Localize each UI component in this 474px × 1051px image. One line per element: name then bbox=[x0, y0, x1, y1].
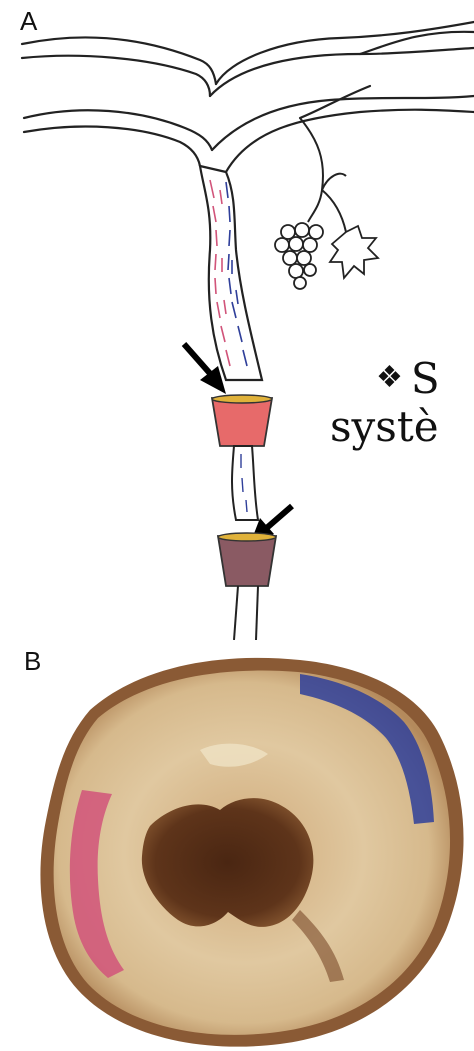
panel-label-a: A bbox=[20, 6, 37, 37]
diamond-bullet-icon: ❖ bbox=[376, 360, 403, 395]
grape-cluster-icon bbox=[275, 223, 323, 289]
bullet-line: ❖S bbox=[376, 354, 440, 403]
trunk-cross-section bbox=[0, 630, 474, 1051]
side-text-line2: systè bbox=[330, 402, 439, 451]
side-text-line1: S bbox=[411, 354, 440, 403]
lower-trunk bbox=[232, 446, 258, 520]
bottom-dye-pot bbox=[218, 533, 276, 586]
decay-core bbox=[142, 798, 314, 927]
grapevine-diagram bbox=[0, 0, 474, 640]
grape-leaf-icon bbox=[330, 226, 378, 278]
top-dye-pot bbox=[212, 395, 272, 446]
vine-cordons bbox=[22, 22, 474, 172]
vine-trunk bbox=[200, 166, 262, 380]
grape-shoot bbox=[300, 118, 346, 232]
